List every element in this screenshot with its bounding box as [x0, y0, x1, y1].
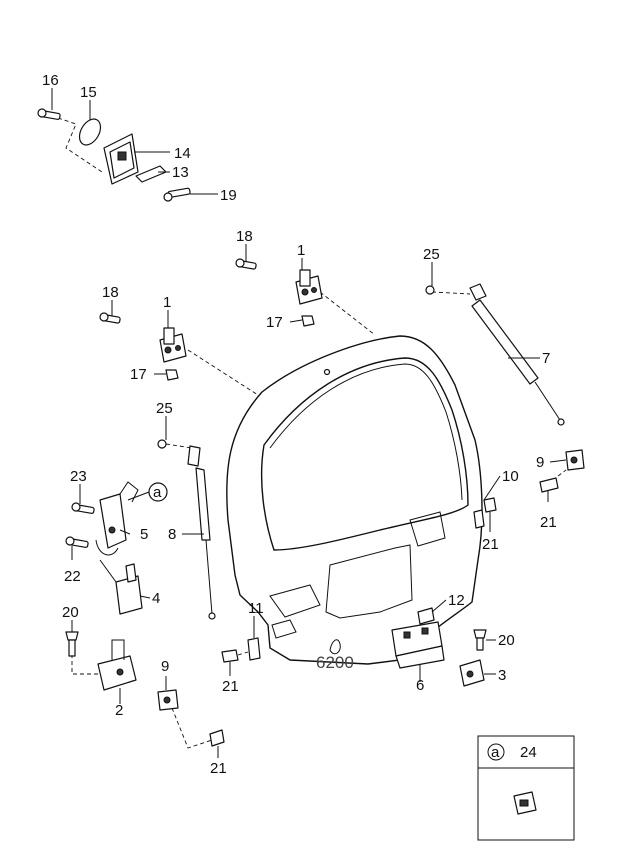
hinge-left-icon [159, 327, 187, 363]
striker-2-icon [71, 639, 137, 691]
callout-numbers: 16 15 14 13 19 18 1 25 17 18 1 7 17 25 9… [42, 72, 557, 777]
callout-label: 7 [542, 350, 550, 367]
callout-label: 17 [266, 314, 283, 331]
harness-marker-label: a [153, 484, 162, 501]
bracket-10-icon [473, 497, 497, 529]
hinge-right-icon [295, 269, 323, 305]
connector-24-icon [513, 791, 537, 815]
callout-label: 17 [130, 366, 147, 383]
tailgate-panel: 6200 [226, 335, 483, 672]
callout-label: 12 [448, 592, 465, 609]
bezel-14-icon [103, 133, 139, 185]
callout-label: 20 [62, 604, 79, 621]
callout-label: 9 [536, 454, 544, 471]
callout-label: 16 [42, 72, 59, 89]
handle-assembly [37, 108, 191, 202]
callout-label: 21 [222, 678, 239, 695]
callout-label: 18 [236, 228, 253, 245]
callout-label: 2 [115, 702, 123, 719]
callout-label: 15 [80, 84, 97, 101]
detail-box: a 24 [477, 735, 575, 841]
bracket-9-upper-icon [539, 449, 585, 493]
callout-label: 19 [220, 187, 237, 204]
model-code-label: 6200 [316, 653, 354, 672]
actuator-4-icon [99, 559, 143, 615]
latch-5-icon [95, 481, 139, 556]
leader-lines [51, 88, 567, 758]
callout-label: 18 [102, 284, 119, 301]
bolt-20-right-icon [473, 629, 487, 651]
bolt-22-icon [65, 536, 89, 548]
callout-label: 1 [297, 242, 305, 259]
callout-label: 21 [210, 760, 227, 777]
screw-16-icon [37, 108, 61, 120]
harness-marker-icon: a [127, 482, 168, 502]
gas-strut-7-icon [425, 283, 565, 426]
callout-label: 8 [168, 526, 176, 543]
bolt-18-icon [99, 258, 257, 324]
callout-label: 6 [416, 677, 424, 694]
cap-15-icon [78, 118, 102, 146]
callout-label: 21 [540, 514, 557, 531]
bolt-19-icon [163, 187, 191, 202]
callout-label: 3 [498, 667, 506, 684]
bracket-9-lower-icon [157, 689, 225, 749]
bolt-23-icon [71, 502, 95, 514]
callout-label: 13 [172, 164, 189, 181]
callout-label: 25 [423, 246, 440, 263]
gas-strut-8-icon [157, 439, 216, 620]
callout-label: 9 [161, 658, 169, 675]
callout-label: 5 [140, 526, 148, 543]
callout-label: 20 [498, 632, 515, 649]
callout-label: 10 [502, 468, 519, 485]
callout-label: 21 [482, 536, 499, 553]
callout-label: 14 [174, 145, 191, 162]
latch-3-icon [459, 659, 485, 687]
detail-number: 24 [520, 744, 537, 761]
handle-6-icon [391, 621, 445, 669]
detail-marker: a [491, 744, 500, 761]
callout-label: 11 [248, 600, 264, 617]
clip-13-icon [135, 165, 167, 183]
bolt-20-icon [65, 631, 79, 657]
nut-17-icon [165, 315, 315, 381]
callout-label: 25 [156, 400, 173, 417]
callout-label: 22 [64, 568, 81, 585]
callout-label: 23 [70, 468, 87, 485]
callout-label: 4 [152, 590, 160, 607]
bracket-11-icon [221, 637, 261, 663]
clip-12-icon [417, 607, 435, 625]
callout-label: 1 [163, 294, 171, 311]
